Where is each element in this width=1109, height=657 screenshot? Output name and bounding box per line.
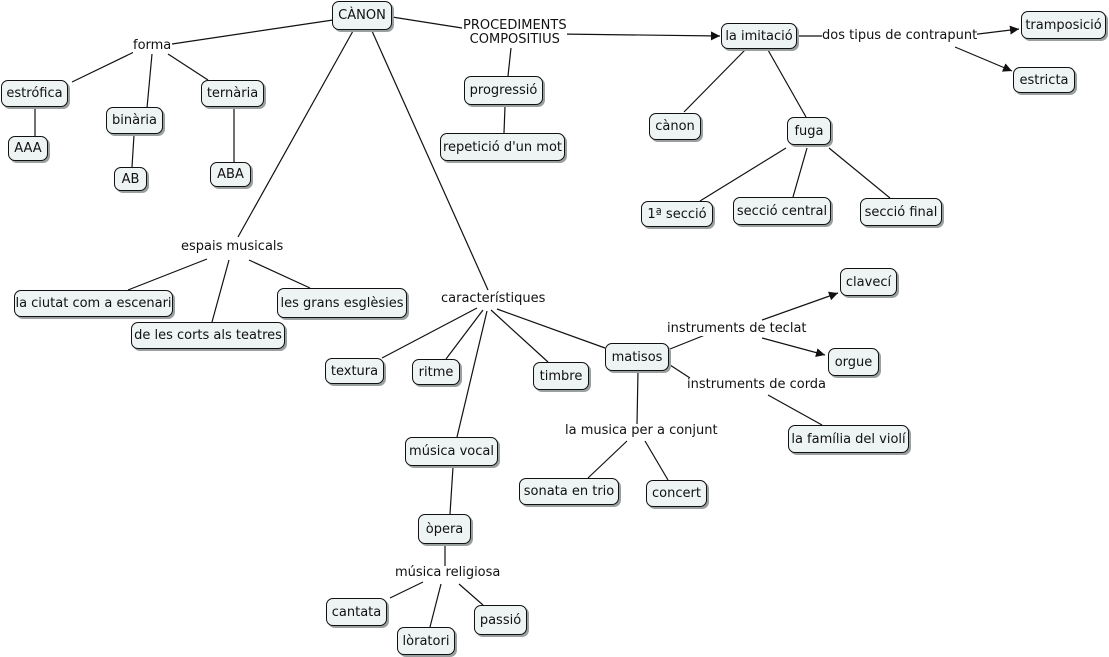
- node-ternaria[interactable]: ternària: [201, 80, 264, 107]
- link-espais-musicals: espais musicals: [181, 239, 284, 254]
- node-orgue[interactable]: orgue: [828, 348, 879, 376]
- node-ritme[interactable]: ritme: [412, 359, 460, 385]
- node-progressio[interactable]: progressió: [464, 76, 543, 105]
- node-aaa[interactable]: AAA: [8, 136, 48, 161]
- node-seccio-central[interactable]: secció central: [733, 197, 831, 225]
- link-procediments-compositius: PROCEDIMENTS COMPOSITIUS: [463, 18, 567, 47]
- node-tramposicio[interactable]: tramposició: [1021, 11, 1106, 39]
- link-caracteristiques: característiques: [441, 291, 546, 306]
- node-concert[interactable]: concert: [646, 480, 707, 507]
- node-binaria[interactable]: binària: [106, 107, 163, 134]
- node-canon-imitacio[interactable]: cànon: [649, 113, 701, 140]
- node-timbre[interactable]: timbre: [533, 362, 589, 390]
- link-musica-religiosa: música religiosa: [395, 565, 501, 580]
- node-fuga[interactable]: fuga: [787, 117, 831, 145]
- node-passio[interactable]: passió: [474, 605, 527, 635]
- node-la-imitacio[interactable]: la imitació: [721, 23, 797, 49]
- node-ciutat-escenari[interactable]: la ciutat com a escenari: [14, 290, 173, 317]
- node-primera-seccio[interactable]: 1ª secció: [641, 201, 713, 227]
- node-aba[interactable]: ABA: [210, 162, 251, 187]
- link-instruments-corda: instruments de corda: [687, 377, 827, 392]
- node-opera[interactable]: òpera: [418, 514, 471, 544]
- link-instruments-teclat: instruments de teclat: [667, 321, 807, 336]
- link-forma: forma: [133, 38, 172, 53]
- node-matisos[interactable]: matisos: [605, 343, 669, 371]
- node-familia-violi[interactable]: la família del violí: [788, 425, 909, 453]
- node-corts-teatres[interactable]: de les corts als teatres: [131, 322, 285, 349]
- node-ab[interactable]: AB: [114, 167, 147, 191]
- node-cantata[interactable]: cantata: [326, 598, 387, 626]
- node-estrofica[interactable]: estrófica: [1, 80, 68, 107]
- node-sonata-trio[interactable]: sonata en trio: [519, 478, 619, 505]
- node-musica-vocal[interactable]: música vocal: [405, 437, 498, 466]
- link-dos-tipus-contrapunt: dos tipus de contrapunt: [822, 28, 978, 43]
- link-musica-conjunt: la musica per a conjunt: [565, 423, 718, 438]
- node-claveci[interactable]: clavecí: [840, 268, 897, 296]
- node-textura[interactable]: textura: [325, 358, 384, 384]
- node-repeticio-mot[interactable]: repetició d'un mot: [440, 133, 565, 161]
- node-canon[interactable]: CÀNON: [332, 1, 392, 30]
- node-oratori[interactable]: lòratori: [397, 627, 455, 655]
- node-seccio-final[interactable]: secció final: [860, 198, 942, 226]
- node-estricta[interactable]: estricta: [1013, 67, 1075, 93]
- node-grans-esglesies[interactable]: les grans esglèsies: [277, 288, 407, 318]
